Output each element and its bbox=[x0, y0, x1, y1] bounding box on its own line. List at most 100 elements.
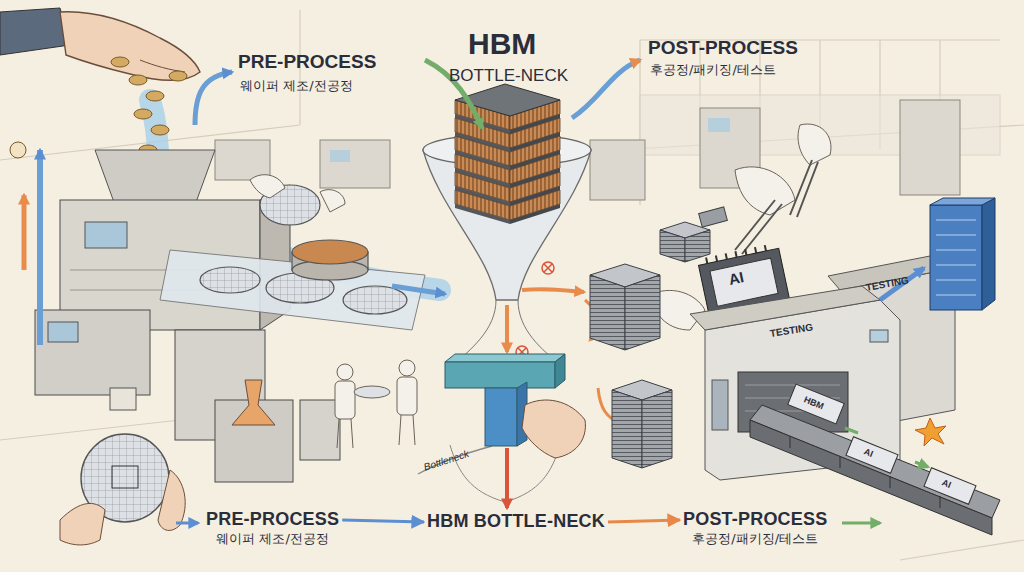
tweezer-hands bbox=[790, 160, 818, 217]
chip-stacks bbox=[642, 390, 672, 468]
chip-label: AI bbox=[940, 478, 952, 491]
stage-heading: PRE-PROCESS bbox=[206, 508, 339, 530]
conveyor-chips bbox=[788, 384, 844, 424]
coins bbox=[134, 109, 152, 119]
testing-machine bbox=[690, 286, 880, 330]
stage-title: POST-PROCESS bbox=[648, 38, 798, 59]
testing-machine bbox=[712, 380, 728, 430]
t-block bbox=[485, 388, 517, 446]
stage-node: HBM BOTTLE-NECK bbox=[424, 510, 608, 532]
hand-with-wafer bbox=[112, 466, 138, 488]
coins bbox=[146, 91, 164, 101]
t-block bbox=[522, 400, 585, 458]
flow-arrows bbox=[418, 60, 640, 508]
spark bbox=[915, 418, 946, 446]
t-block bbox=[445, 354, 565, 362]
background-machines bbox=[215, 100, 960, 200]
t-block bbox=[555, 354, 565, 388]
chip-label: AI bbox=[727, 269, 745, 288]
arrow-note: Bottleneck bbox=[422, 448, 470, 473]
spark bbox=[915, 418, 946, 446]
coin-hand bbox=[0, 8, 70, 55]
stage-subheading: 웨이퍼 제조/전공정 bbox=[206, 530, 339, 547]
lower-machines bbox=[48, 322, 78, 342]
flow-arrows bbox=[522, 289, 584, 292]
center-subtitle: BOTTLE-NECK bbox=[449, 67, 568, 86]
money-arrows bbox=[392, 286, 445, 294]
server-rack bbox=[930, 205, 982, 310]
coin-hand bbox=[60, 12, 200, 81]
money-arrows bbox=[10, 72, 445, 345]
chip-stacks bbox=[685, 230, 710, 262]
cleanroom-workers bbox=[335, 360, 417, 448]
wafers bbox=[343, 286, 407, 314]
bottom-flow-arrows bbox=[176, 522, 198, 525]
flow-arrows bbox=[544, 264, 552, 272]
flow-arrows bbox=[572, 60, 640, 118]
t-block bbox=[445, 362, 555, 388]
coins bbox=[169, 71, 187, 81]
chip-label: HBM bbox=[802, 395, 825, 412]
wafer-machine bbox=[95, 150, 215, 205]
output-conveyor bbox=[790, 436, 940, 508]
lower-machines bbox=[110, 388, 136, 410]
hbm-stack bbox=[455, 190, 560, 224]
money-arrows bbox=[195, 72, 232, 125]
tweezer-hands bbox=[735, 167, 795, 215]
wafers bbox=[292, 240, 368, 264]
cleanroom-workers bbox=[397, 377, 417, 415]
hand-with-wafer bbox=[158, 470, 185, 530]
background-machines bbox=[708, 118, 730, 132]
conveyor-plate bbox=[160, 250, 425, 330]
coins bbox=[129, 75, 147, 85]
conveyor-chips bbox=[788, 384, 976, 504]
stage-subheading: 후공정/패키징/테스트 bbox=[683, 530, 827, 547]
chip-stacks bbox=[612, 390, 642, 468]
funnel bbox=[423, 150, 591, 300]
conveyor-plate bbox=[160, 250, 425, 330]
chip-stacks bbox=[660, 230, 685, 262]
hbm-stack bbox=[455, 84, 560, 116]
cleanroom-workers bbox=[354, 386, 390, 398]
server-rack bbox=[880, 198, 995, 310]
background-machines bbox=[900, 100, 960, 195]
tweezer-hands bbox=[735, 200, 782, 254]
wafers bbox=[200, 185, 407, 314]
t-block bbox=[445, 354, 585, 458]
flow-arrow bbox=[608, 520, 680, 522]
flow-arrows bbox=[418, 446, 492, 474]
bottom-flow-arrows bbox=[842, 522, 880, 525]
cleanroom-workers bbox=[399, 360, 415, 376]
perspective-lines bbox=[0, 10, 1024, 560]
stage-subtitle: 후공정/패키징/테스트 bbox=[650, 63, 776, 77]
background-machines bbox=[215, 140, 270, 180]
background-machines bbox=[330, 150, 350, 162]
server-rack bbox=[982, 198, 995, 310]
money-arrows bbox=[10, 142, 26, 158]
tweezer-hands bbox=[798, 124, 831, 165]
conveyor-chips bbox=[845, 428, 928, 467]
flow-arrow bbox=[342, 520, 424, 522]
money-arrows bbox=[37, 150, 43, 345]
hand-with-wafer bbox=[60, 434, 185, 545]
flow-arrows bbox=[542, 262, 554, 274]
background-machines bbox=[590, 140, 645, 200]
stage-node: POST-PROCESS후공정/패키징/테스트 bbox=[680, 508, 830, 547]
wafer-hand bbox=[320, 190, 345, 212]
cleanroom-workers bbox=[399, 415, 415, 445]
conveyor-chips bbox=[846, 437, 898, 474]
coins bbox=[151, 125, 169, 135]
server-rack bbox=[930, 198, 995, 205]
machine-label: TESTING bbox=[769, 321, 814, 339]
output-conveyor bbox=[750, 405, 1000, 518]
chip-label: AI bbox=[862, 447, 874, 460]
stage-heading: HBM BOTTLE-NECK bbox=[427, 510, 605, 532]
coin-hand bbox=[0, 8, 200, 81]
wafer-hand bbox=[250, 175, 345, 212]
flow-arrows bbox=[505, 448, 509, 508]
lower-machines bbox=[35, 310, 340, 482]
lower-machines bbox=[232, 380, 275, 425]
